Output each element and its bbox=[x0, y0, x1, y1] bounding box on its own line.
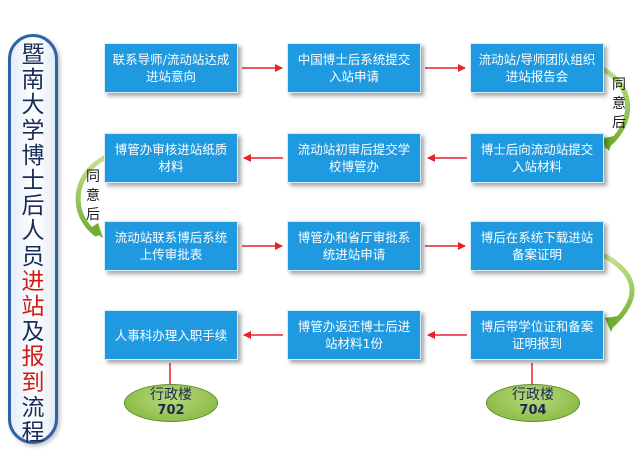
step-9-text: 博后在系统下载进站备案证明 bbox=[480, 230, 594, 262]
step-7-box: 流动站联系博后系统上传审批表 bbox=[104, 221, 238, 271]
step-5-box: 流动站初审后提交学校博管办 bbox=[287, 133, 421, 183]
agree-label-left: 同 意 后 bbox=[84, 168, 102, 225]
agree-char: 同 bbox=[86, 169, 100, 185]
vertical-title-banner: 暨南大学博士后人员进站及报到流程 bbox=[8, 34, 58, 446]
agree-char: 同 bbox=[612, 77, 626, 93]
step-3-box: 流动站/导师团队组织进站报告会 bbox=[470, 43, 604, 93]
title-char: 站 bbox=[21, 294, 45, 320]
agree-char: 后 bbox=[612, 115, 626, 131]
step-10-text: 博后带学位证和备案证明报到 bbox=[480, 319, 594, 351]
agree-char: 意 bbox=[612, 96, 626, 112]
step-4-text: 博士后向流动站提交入站材料 bbox=[480, 142, 594, 174]
step-1-text: 联系导师/流动站达成进站意向 bbox=[112, 52, 230, 84]
step-2-text: 中国博士后系统提交入站申请 bbox=[297, 52, 411, 84]
curve-s6-s7-head bbox=[89, 223, 103, 238]
location-oval-702: 行政楼 702 bbox=[124, 384, 218, 422]
curve-s9-s10 bbox=[602, 253, 635, 329]
step-1-box: 联系导师/流动站达成进站意向 bbox=[104, 43, 238, 93]
step-4-box: 博士后向流动站提交入站材料 bbox=[470, 133, 604, 183]
title-char: 大 bbox=[21, 92, 45, 119]
step-12-box: 人事科办理入职手续 bbox=[104, 310, 238, 360]
title-char: 到 bbox=[21, 369, 45, 396]
step-12-text: 人事科办理入职手续 bbox=[114, 327, 228, 343]
step-7-text: 流动站联系博后系统上传审批表 bbox=[114, 230, 228, 262]
agree-char: 后 bbox=[86, 207, 100, 223]
title-char: 博 bbox=[21, 142, 45, 169]
step-11-text: 博管办返还博士后进站材料1份 bbox=[297, 319, 411, 351]
title-char: 进 bbox=[21, 268, 45, 295]
step-2-box: 中国博士后系统提交入站申请 bbox=[287, 43, 421, 93]
step-5-text: 流动站初审后提交学校博管办 bbox=[297, 142, 411, 174]
location-702-number: 702 bbox=[157, 403, 185, 418]
location-704-name: 行政楼 bbox=[512, 387, 554, 403]
location-oval-704: 行政楼 704 bbox=[486, 384, 580, 422]
step-8-text: 博管办和省厅审批系统进站申请 bbox=[297, 230, 411, 262]
title-char: 后 bbox=[21, 193, 45, 220]
title-char: 士 bbox=[21, 168, 45, 194]
step-6-text: 博管办审核进站纸质材料 bbox=[114, 142, 228, 174]
title-char: 人 bbox=[21, 218, 45, 245]
step-8-box: 博管办和省厅审批系统进站申请 bbox=[287, 221, 421, 271]
step-3-text: 流动站/导师团队组织进站报告会 bbox=[478, 52, 596, 84]
title-char: 及 bbox=[21, 319, 45, 346]
step-6-box: 博管办审核进站纸质材料 bbox=[104, 133, 238, 183]
curve-s9-s10-head bbox=[605, 316, 618, 332]
curve-s6-s7 bbox=[75, 155, 107, 237]
title-char: 南 bbox=[21, 67, 45, 94]
agree-char: 意 bbox=[86, 188, 100, 204]
title-char: 员 bbox=[21, 243, 45, 270]
step-11-box: 博管办返还博士后进站材料1份 bbox=[287, 310, 421, 360]
title-char: 报 bbox=[21, 344, 45, 371]
step-9-box: 博后在系统下载进站备案证明 bbox=[470, 221, 604, 271]
title-char: 流 bbox=[21, 394, 45, 421]
title-char: 暨 bbox=[21, 42, 45, 68]
agree-label-right: 同 意 后 bbox=[610, 76, 628, 133]
location-702-name: 行政楼 bbox=[150, 387, 192, 403]
step-10-box: 博后带学位证和备案证明报到 bbox=[470, 310, 604, 360]
curve-s3-s4 bbox=[594, 63, 631, 149]
title-char: 学 bbox=[21, 117, 45, 144]
location-704-number: 704 bbox=[519, 403, 547, 418]
title-char: 程 bbox=[21, 420, 45, 446]
